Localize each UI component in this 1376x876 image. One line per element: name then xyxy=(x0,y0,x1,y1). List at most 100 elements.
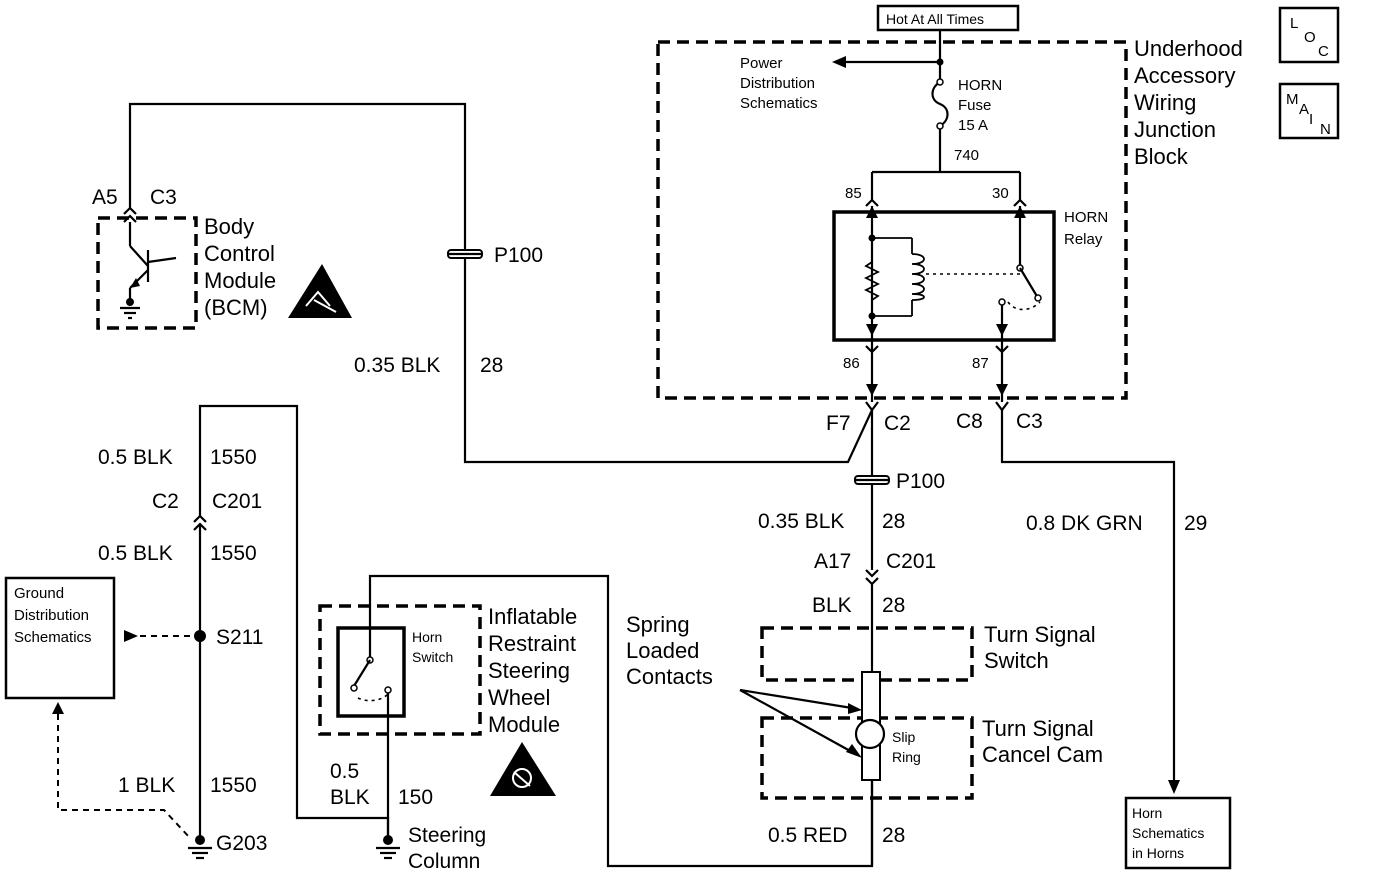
connector-a17-label: A17 xyxy=(814,550,851,573)
wire-035-blk-right-label: 0.35 BLK xyxy=(758,510,844,533)
horn-fuse-icon xyxy=(931,81,949,127)
horn-schematics-box[interactable] xyxy=(1124,796,1232,870)
pin-85-label: 85 xyxy=(845,185,862,202)
svg-text:Steering: Steering xyxy=(408,824,486,847)
svg-text:Inflatable: Inflatable xyxy=(488,604,577,629)
svg-text:Schematics: Schematics xyxy=(740,95,818,112)
arrow-down-icon xyxy=(1168,780,1180,794)
slip-ring-label: Slip Ring xyxy=(892,729,921,765)
airbag-warning-icon xyxy=(490,742,556,796)
svg-text:M: M xyxy=(1286,91,1299,108)
connector-f7-label: F7 xyxy=(826,412,851,435)
wire-05-blk-150-label: 0.5 BLK xyxy=(330,760,370,809)
svg-text:15 A: 15 A xyxy=(958,117,988,134)
svg-text:Schematics: Schematics xyxy=(1132,825,1204,841)
horn-schematics-label: Horn Schematics in Horns xyxy=(1132,805,1204,861)
wire-035-blk-left-label: 0.35 BLK xyxy=(354,354,440,377)
pin-30-label: 30 xyxy=(992,185,1009,202)
main-icon[interactable]: M A I N xyxy=(1278,82,1340,140)
underhood-junction-block-boundary xyxy=(656,40,1128,400)
svg-text:N: N xyxy=(1320,121,1331,138)
bcm-boundary xyxy=(96,216,198,330)
bcm-label: Body Control Module (BCM) xyxy=(204,214,276,320)
wire-blk-label: BLK xyxy=(812,594,852,617)
irsw-module-boundary xyxy=(318,604,482,736)
connector-a5-label: A5 xyxy=(92,186,118,209)
svg-text:0.5: 0.5 xyxy=(330,760,359,783)
wire-1550-c-label: 1550 xyxy=(210,774,257,797)
wire-05-blk-a-label: 0.5 BLK xyxy=(98,446,173,469)
svg-text:Wheel: Wheel xyxy=(488,685,550,710)
svg-text:BLK: BLK xyxy=(330,786,370,809)
wire-05-blk-b-label: 0.5 BLK xyxy=(98,542,173,565)
horn-relay-box xyxy=(832,210,1056,342)
power-distribution-label[interactable]: Power Distribution Schematics xyxy=(740,55,818,112)
connector-c201-left-label: C201 xyxy=(212,490,262,513)
connector-c8-label: C8 xyxy=(956,410,983,433)
connector-c2-left-label: C2 xyxy=(152,490,179,513)
svg-text:Distribution: Distribution xyxy=(740,75,815,92)
wire-150-label: 150 xyxy=(398,786,433,809)
wire-29-label: 29 xyxy=(1184,512,1207,535)
spring-loaded-contacts-label: Spring Loaded Contacts xyxy=(626,612,713,689)
svg-text:Control: Control xyxy=(204,241,275,266)
underhood-junction-block-label: Underhood Accessory Wiring Junction Bloc… xyxy=(1134,36,1243,169)
svg-text:Ground: Ground xyxy=(14,585,64,602)
svg-text:Steering: Steering xyxy=(488,658,570,683)
wire-28-left-label: 28 xyxy=(480,354,503,377)
svg-text:HORN: HORN xyxy=(1064,209,1108,226)
svg-text:Fuse: Fuse xyxy=(958,97,991,114)
svg-text:Restraint: Restraint xyxy=(488,631,576,656)
loc-icon[interactable]: L O C xyxy=(1278,6,1340,64)
steering-column-label: Steering Column xyxy=(408,824,486,873)
svg-text:L: L xyxy=(1290,15,1298,32)
turn-signal-cancel-cam-label: Turn Signal Cancel Cam xyxy=(982,716,1103,767)
wire-740-label: 740 xyxy=(954,147,979,164)
svg-text:Column: Column xyxy=(408,850,480,873)
horn-relay-label: HORN Relay xyxy=(1064,209,1108,248)
ground-distribution-box[interactable] xyxy=(4,576,116,700)
svg-text:Underhood: Underhood xyxy=(1134,36,1243,61)
svg-text:Distribution: Distribution xyxy=(14,607,89,624)
ground-g203-label: G203 xyxy=(216,832,267,855)
pin-87-label: 87 xyxy=(972,355,989,372)
hot-at-all-times-box xyxy=(876,4,1020,32)
svg-text:in Horns: in Horns xyxy=(1132,845,1184,861)
relay-coil-icon xyxy=(911,253,925,301)
svg-text:Slip: Slip xyxy=(892,729,916,745)
horn-fuse-label: HORN Fuse 15 A xyxy=(958,77,1002,134)
wire-1550-a-label: 1550 xyxy=(210,446,257,469)
connector-c201-right-label: C201 xyxy=(886,550,936,573)
wire-28-red-label: 28 xyxy=(882,824,905,847)
resistor-icon xyxy=(863,261,881,301)
svg-text:A: A xyxy=(1299,101,1309,118)
ground-g203-icon xyxy=(188,846,212,860)
svg-text:Turn Signal: Turn Signal xyxy=(982,716,1094,741)
svg-text:(BCM): (BCM) xyxy=(204,295,268,320)
svg-text:Turn Signal: Turn Signal xyxy=(984,622,1096,647)
ground-steering-column-icon xyxy=(376,846,400,860)
pin-86-label: 86 xyxy=(843,355,860,372)
svg-text:Cancel Cam: Cancel Cam xyxy=(982,742,1103,767)
svg-text:Power: Power xyxy=(740,55,783,72)
turn-signal-switch-label: Turn Signal Switch xyxy=(984,622,1096,673)
p100-upper-label: P100 xyxy=(494,244,543,267)
wire-1550-b-label: 1550 xyxy=(210,542,257,565)
arrow-left-icon xyxy=(832,56,846,68)
esd-warning-icon xyxy=(288,264,352,318)
slip-ring-icon xyxy=(854,718,886,750)
wire-28-right-label: 28 xyxy=(882,510,905,533)
svg-text:O: O xyxy=(1304,29,1316,46)
svg-text:Horn: Horn xyxy=(412,629,442,645)
svg-text:Contacts: Contacts xyxy=(626,664,713,689)
p100-lower-label: P100 xyxy=(896,470,945,493)
svg-text:Loaded: Loaded xyxy=(626,638,699,663)
ground-distribution-label: Ground Distribution Schematics xyxy=(14,585,92,646)
svg-text:Spring: Spring xyxy=(626,612,690,637)
svg-text:Module: Module xyxy=(204,268,276,293)
svg-text:Switch: Switch xyxy=(984,648,1049,673)
wire-1-blk-label: 1 BLK xyxy=(118,774,175,797)
connector-c3-left-label: C3 xyxy=(150,186,177,209)
splice-s211-label: S211 xyxy=(216,626,264,649)
